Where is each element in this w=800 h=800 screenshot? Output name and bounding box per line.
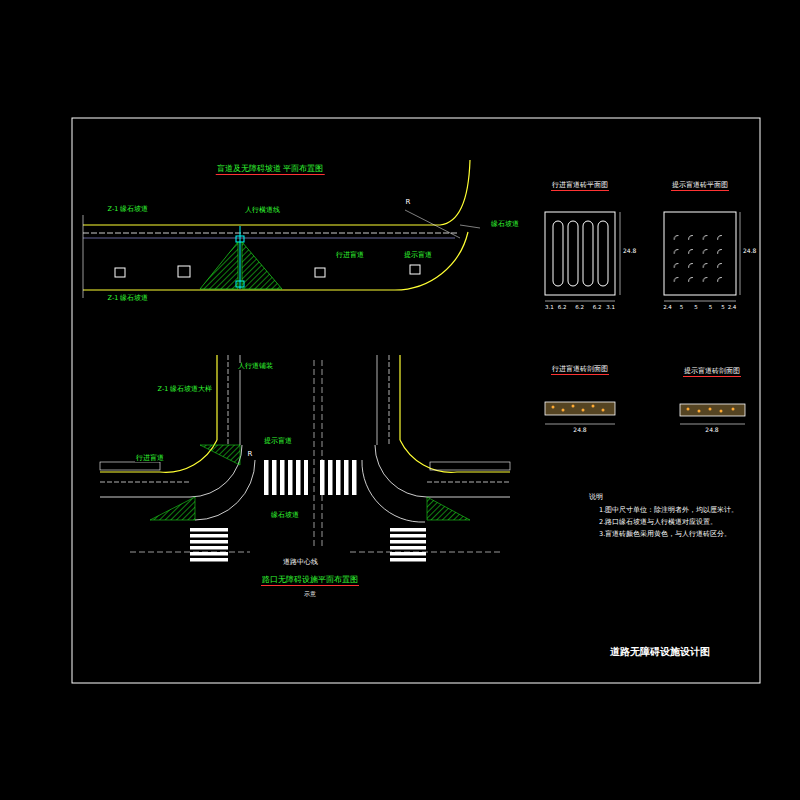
drawing-label: 6.2 [592, 304, 603, 310]
frame [72, 118, 760, 683]
intersection-plan [100, 355, 510, 564]
top-plan [83, 160, 480, 298]
drawing-label: Z-1 缘石坡道大样 [157, 386, 214, 393]
drawing-label: 示意 [303, 591, 317, 598]
drawing-label: 5 [679, 304, 685, 310]
tile-details [545, 212, 745, 424]
drawing-label: 24.8 [572, 427, 587, 434]
drawing-label: 行进盲道 [335, 252, 365, 259]
drawing-label: 缘石坡道 [490, 221, 520, 228]
drawing-label: 6.2 [574, 304, 585, 310]
drawing-label: R [405, 199, 412, 207]
drawing-label: 盲道及无障碍坡道 平面布置图 [216, 165, 325, 175]
drawing-label: 人行道铺装 [237, 363, 274, 370]
drawing-label: Z-1 缘石坡道 [107, 206, 150, 213]
drawing-label: 3.1 [605, 304, 616, 310]
drawing-label: 2.4 [727, 304, 738, 310]
drawing-label: 24.8 [622, 248, 637, 255]
drawing-label: 提示盲道砖剖面图 [683, 368, 741, 377]
drawing-label: 行进盲道砖剖面图 [551, 366, 609, 375]
drawing-label: 行进盲道砖平面图 [551, 182, 609, 191]
drawing-label: 提示盲道砖平面图 [671, 182, 729, 191]
drawing-label: 提示盲道 [403, 252, 433, 259]
drawing-label: 5 [708, 304, 714, 310]
drawing-label: 说明 [588, 494, 604, 502]
drawing-label: 道路中心线 [282, 559, 319, 566]
drawing-label: 2.4 [662, 304, 673, 310]
drawing-label: 路口无障碍设施平面布置图 [261, 576, 359, 586]
drawing-label: 24.8 [704, 427, 719, 434]
drawing-label: Z-1 缘石坡道 [107, 295, 150, 302]
drawing-label: 24.8 [742, 248, 757, 255]
drawing-label: 3.1 [544, 304, 555, 310]
drawing-label: 人行横道线 [244, 207, 281, 214]
drawing-label: 3.盲道砖颜色采用黄色，与人行道砖区分。 [598, 531, 732, 538]
drawing-label: R [247, 451, 254, 459]
drawing-label: 1.图中尺寸单位：除注明者外，均以厘米计。 [598, 507, 739, 514]
drawing-label: 提示盲道 [263, 438, 293, 445]
drawing-label: 缘石坡道 [270, 512, 300, 519]
drawing-label: 5 [720, 304, 726, 310]
drawing-label: 5 [693, 304, 699, 310]
drawing-title: 道路无障碍设施设计图 [609, 646, 711, 657]
drawing-label: 2.路口缘石坡道与人行横道对应设置。 [598, 519, 718, 526]
drawing-label: 行进盲道 [135, 455, 165, 462]
drawing-label: 6.2 [557, 304, 568, 310]
